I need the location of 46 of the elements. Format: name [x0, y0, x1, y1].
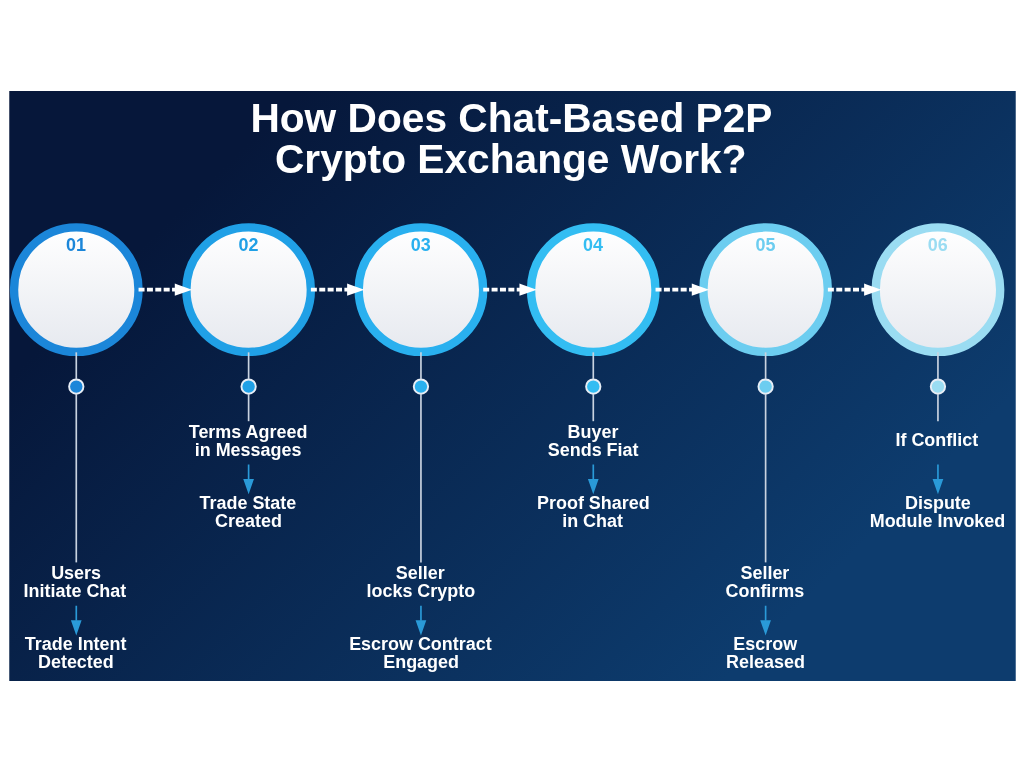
connector — [74, 351, 77, 381]
node-text: Terms Agreed in Messages — [188, 422, 307, 461]
node-circle: 02 — [181, 223, 315, 357]
node-text: Seller Confirms — [725, 563, 804, 602]
node-text: Trade Intent Detected — [24, 633, 126, 672]
node-text: If Conflict — [894, 429, 978, 450]
arrow — [932, 463, 943, 495]
node-text: Users Initiate Chat — [23, 563, 126, 602]
arrow — [827, 283, 881, 296]
node-circle — [412, 378, 429, 395]
connector — [247, 393, 249, 423]
connector — [419, 351, 422, 381]
node-circle: 05 — [698, 223, 832, 357]
connector — [936, 351, 939, 381]
node-circle — [756, 378, 774, 395]
node-text: Dispute Module Invoked — [869, 492, 1005, 531]
arrow — [415, 604, 426, 636]
connector — [74, 393, 77, 564]
node-text: Buyer Sends Fiat — [547, 422, 639, 461]
arrow — [587, 463, 599, 495]
node-circle: 04 — [526, 223, 660, 357]
node-circle — [240, 378, 257, 395]
arrow — [138, 283, 192, 296]
node-circle — [584, 378, 601, 395]
connector — [764, 351, 766, 381]
arrow — [655, 283, 709, 296]
connector — [591, 393, 594, 423]
node-text: Escrow Released — [725, 633, 805, 672]
node-text: Escrow Contract Engaged — [348, 633, 492, 672]
node-circle — [929, 378, 946, 395]
diagram-title: How Does Chat-Based P2P Crypto Exchange Work? — [249, 94, 772, 182]
node-circle: 06 — [871, 223, 1004, 357]
node-text: Trade State Created — [199, 492, 296, 531]
node-text: Proof Shared in Chat — [536, 492, 650, 531]
node-circle: 01 — [9, 223, 143, 357]
node-circle: 03 — [354, 223, 487, 357]
arrow — [310, 283, 364, 296]
arrow — [70, 604, 82, 636]
node-text: Seller locks Crypto — [366, 563, 475, 602]
arrow — [482, 283, 537, 296]
connector — [936, 393, 939, 423]
connector — [591, 351, 594, 381]
node-circle — [67, 378, 84, 395]
connector — [764, 393, 766, 564]
connector — [247, 351, 249, 381]
connector — [419, 393, 422, 564]
